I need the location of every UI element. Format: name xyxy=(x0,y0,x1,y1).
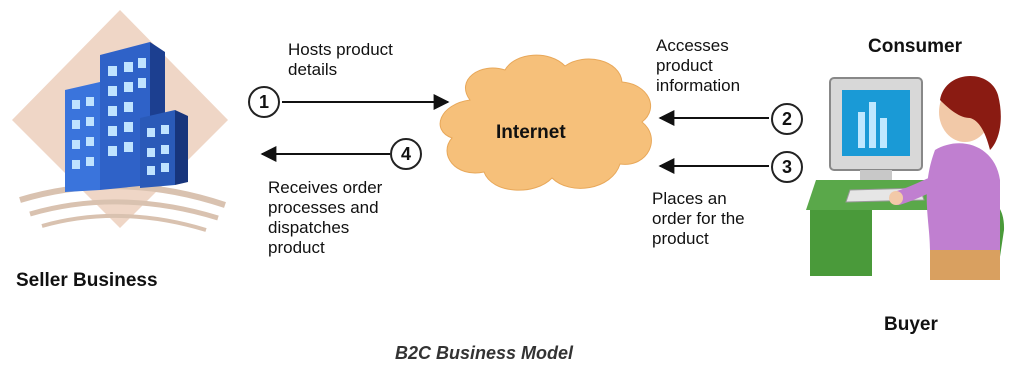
internet-label: Internet xyxy=(496,122,566,143)
step-4-label: Receives order processes and dispatches … xyxy=(268,178,383,257)
step-1-label: Hosts product details xyxy=(288,40,393,79)
consumer-label: Consumer xyxy=(868,36,962,57)
step-4-badge: 4 xyxy=(390,138,422,170)
internet-cloud-icon xyxy=(439,54,652,191)
consumer-computer-icon xyxy=(806,76,1005,280)
step-3-badge: 3 xyxy=(771,151,803,183)
seller-building-icon xyxy=(12,10,228,232)
step-1-badge: 1 xyxy=(248,86,280,118)
buyer-label: Buyer xyxy=(884,314,938,335)
step-2-label: Accesses product information xyxy=(656,36,741,95)
seller-label: Seller Business xyxy=(16,270,158,291)
step-3-label: Places an order for the product xyxy=(652,189,745,248)
step-2-badge: 2 xyxy=(771,103,803,135)
diagram-caption: B2C Business Model xyxy=(395,343,574,363)
